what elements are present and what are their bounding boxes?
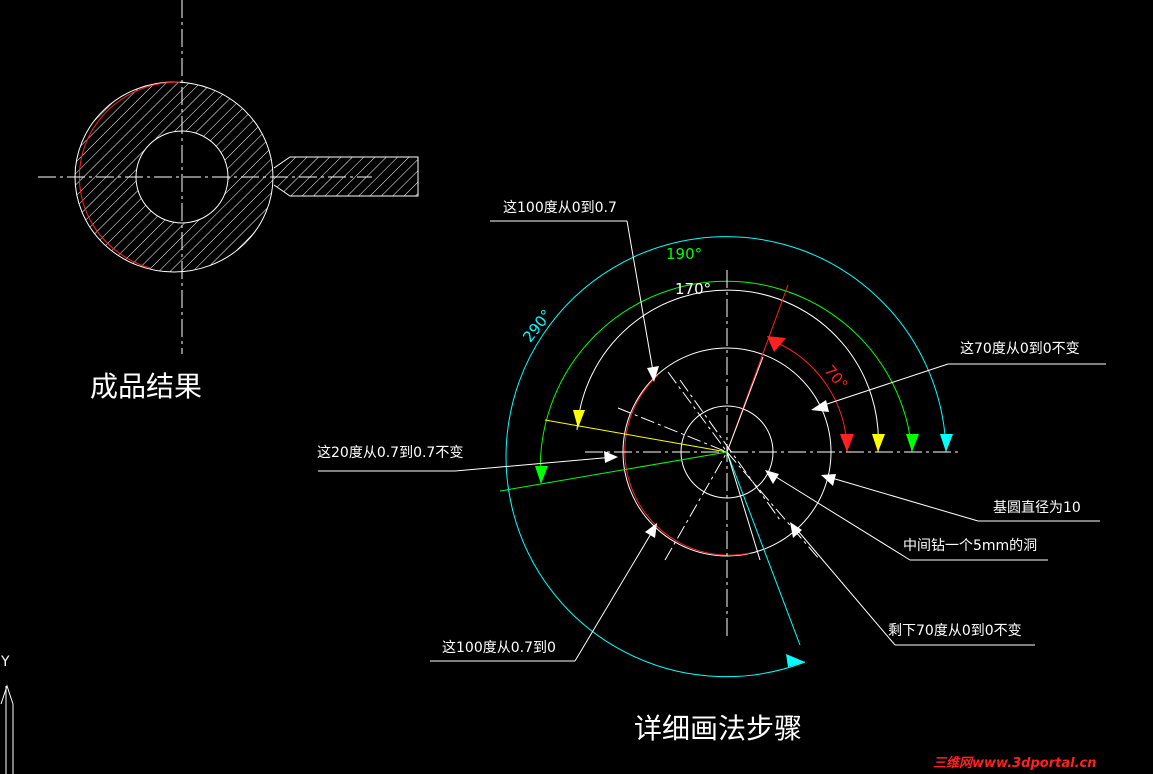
- arc-190: [539, 280, 913, 484]
- callout-rise-100-text: 这100度从0到0.7: [503, 199, 617, 216]
- callout-remaining-70: 剩下70度从0到0不变: [790, 522, 1035, 646]
- ucs-icon: Y: [0, 654, 14, 774]
- finished-part-view: 成品结果: [38, 0, 419, 403]
- radial-line-cyan: [726, 451, 801, 646]
- ucs-y-label: Y: [0, 654, 10, 670]
- arrow-190-end: [906, 434, 919, 452]
- radial-line-green: [499, 451, 728, 492]
- radial-line-yellow: [544, 419, 728, 453]
- centerline-diag-e: [679, 379, 781, 521]
- arc-70: [772, 340, 848, 453]
- angle-label-70: 70°: [821, 362, 852, 394]
- arrow-170-start: [573, 410, 585, 428]
- arrow-70-end: [840, 434, 854, 452]
- callout-dwell-20: 这20度从0.7到0.7不变: [317, 444, 618, 472]
- arrow-290-start: [786, 654, 805, 667]
- callout-base-circle-text: 基圆直径为10: [993, 499, 1081, 516]
- callout-rise-100: 这100度从0到0.7: [490, 199, 659, 382]
- arrow-70-start: [767, 336, 786, 352]
- callout-base-circle: 基圆直径为10: [821, 474, 1100, 522]
- callout-dwell-70: 这70度从0到0不变: [811, 340, 1106, 412]
- callout-center-hole: 中间钻一个5mm的洞: [765, 470, 1048, 561]
- callout-dwell-20-text: 这20度从0.7到0.7不变: [317, 444, 463, 461]
- centerline-diag-b: [726, 451, 821, 561]
- arc-170: [576, 289, 879, 453]
- angle-label-290: 290°: [519, 306, 555, 346]
- callout-center-hole-text: 中间钻一个5mm的洞: [903, 538, 1037, 554]
- arrow-170-end: [872, 434, 885, 452]
- radial-line-white-a: [726, 356, 764, 453]
- radial-line-white-b: [726, 451, 761, 561]
- callout-return-100-text: 这100度从0.7到0: [442, 639, 556, 656]
- callout-remaining-70-text: 剩下70度从0到0不变: [888, 623, 1022, 639]
- arrow-290-end: [940, 434, 953, 452]
- arc-290: [505, 236, 947, 678]
- finished-title: 成品结果: [90, 370, 202, 403]
- centerline-diag-d: [664, 451, 728, 561]
- angle-label-170: 170°: [675, 280, 711, 298]
- centerline-diag-a: [667, 371, 728, 453]
- cam-profile-red-arc: [624, 374, 751, 556]
- centerline-diag-c: [617, 407, 728, 453]
- callout-return-100: 这100度从0.7到0: [430, 523, 657, 662]
- construction-view: 70° 170° 190° 290° 这100度从0到0.7 这70度从0到0不…: [317, 199, 1106, 745]
- watermark-text: 三维网www.3dportal.cn: [933, 755, 1096, 771]
- angle-label-190: 190°: [666, 245, 702, 263]
- arrow-190-start: [535, 466, 548, 484]
- steps-title: 详细画法步骤: [634, 712, 802, 745]
- finished-red-profile-arc: [78, 81, 181, 269]
- callout-dwell-70-text: 这70度从0到0不变: [960, 340, 1080, 357]
